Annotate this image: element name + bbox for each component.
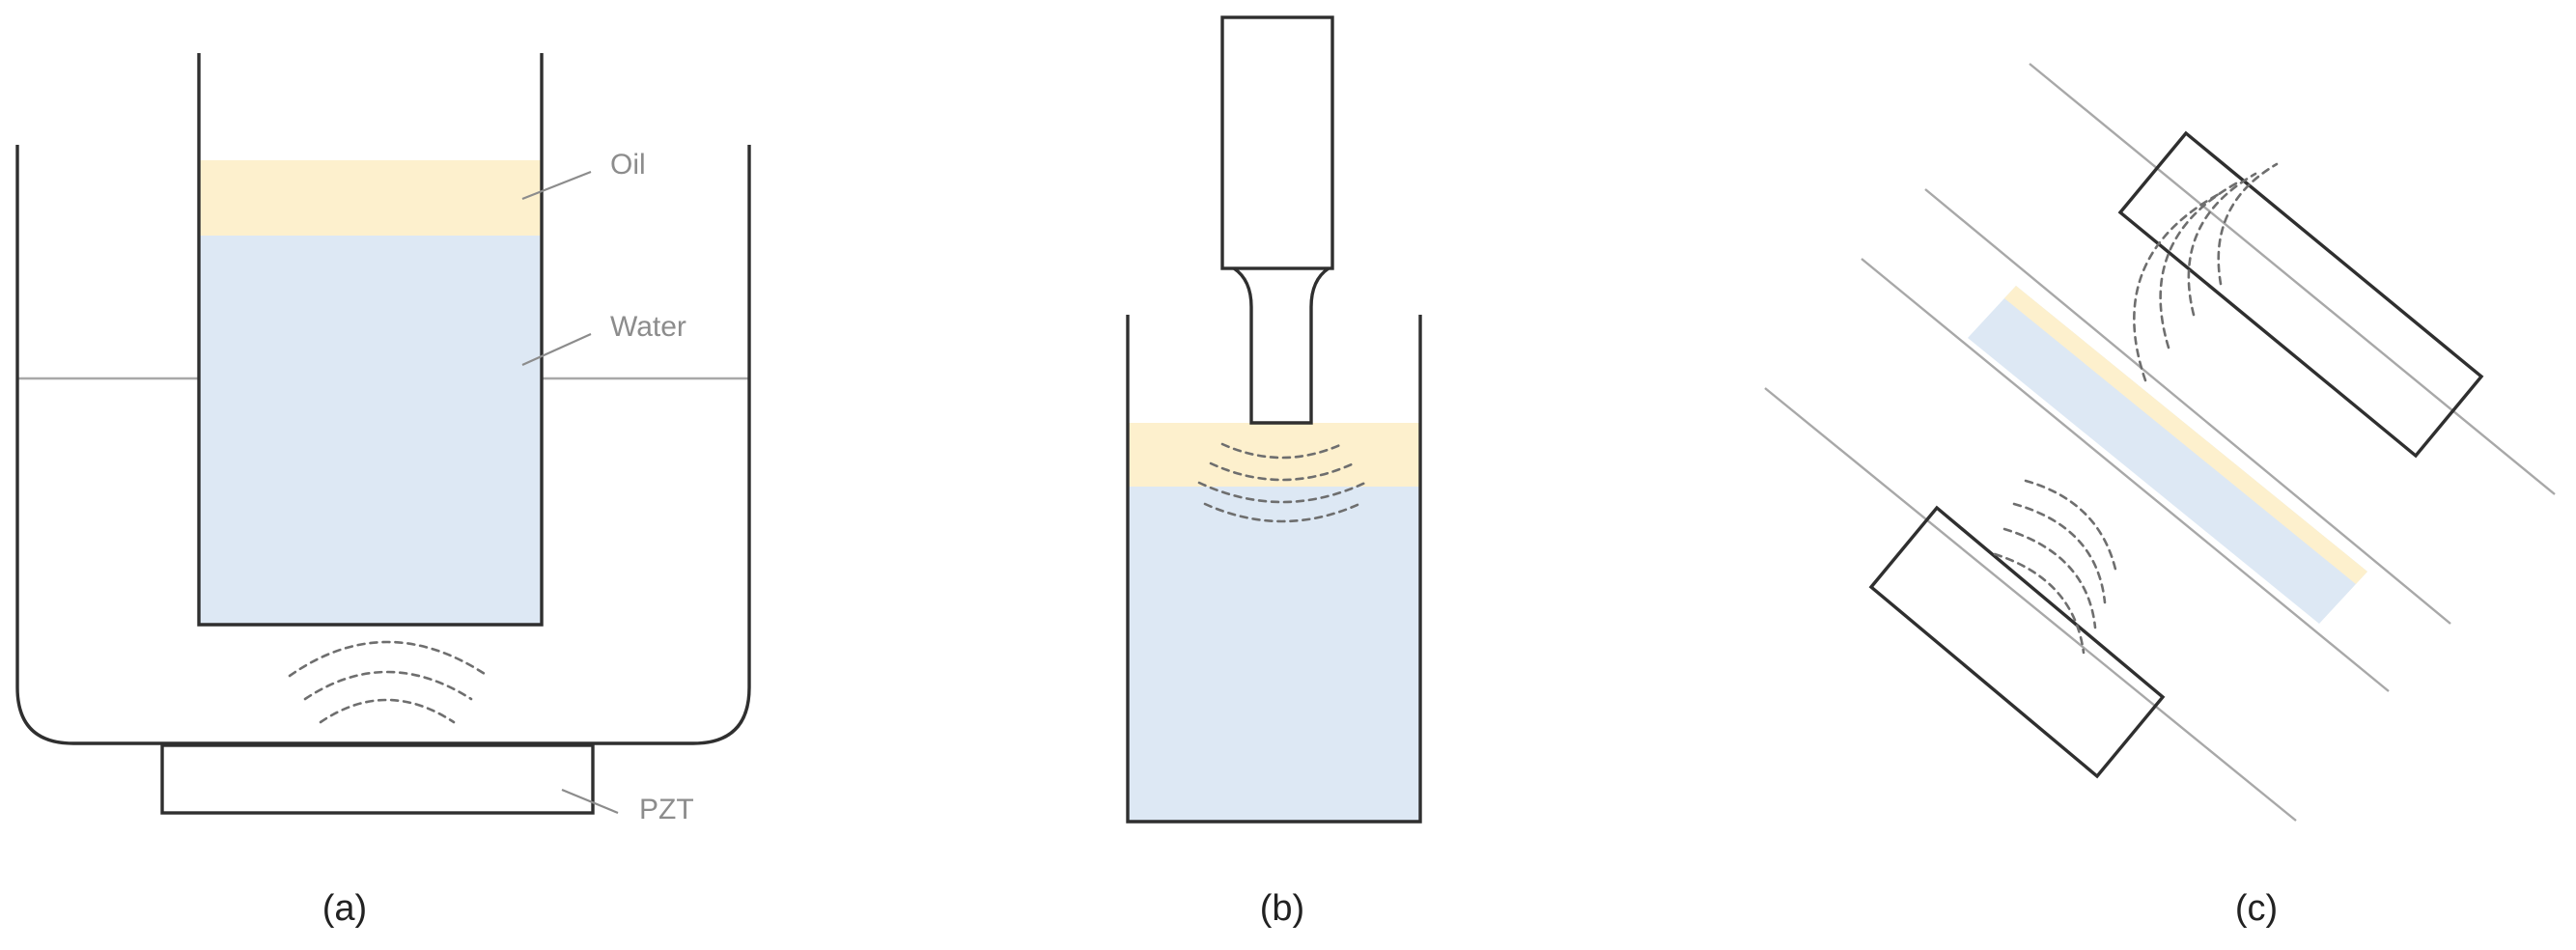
ultrasound-waves <box>1197 442 1367 523</box>
lower-transducer <box>1868 505 2166 779</box>
channel-wall <box>1861 258 2390 692</box>
panel-b: (b) <box>1126 15 1422 929</box>
oil-label: Oil <box>610 149 646 181</box>
sonicator-tip <box>1232 266 1330 425</box>
channel-wall <box>1924 188 2451 625</box>
oil-layer <box>1128 423 1420 487</box>
oil-layer <box>2004 286 2367 584</box>
inner-beaker <box>197 53 544 627</box>
panel-a-caption: (a) <box>322 888 367 929</box>
channel-wall <box>1764 387 2297 822</box>
oil-layer <box>199 160 542 236</box>
water-layer <box>199 236 542 625</box>
water-layer <box>1128 487 1420 822</box>
upper-transducer <box>2117 130 2484 459</box>
pzt-leader <box>561 788 619 815</box>
channel-wall <box>2029 63 2556 495</box>
ultrasound-waves-lower <box>1993 479 2118 655</box>
sonicator-body <box>1220 15 1334 270</box>
ultrasound-waves <box>288 640 490 724</box>
pzt-transducer <box>160 743 595 815</box>
panel-c-caption: (c) <box>2235 888 2278 929</box>
water-layer <box>1968 286 2367 624</box>
pzt-label: PZT <box>639 794 694 825</box>
panel-c: (c) <box>1764 63 2556 929</box>
oil-leader <box>521 170 592 201</box>
ultrasound-waves-upper <box>2133 162 2279 382</box>
panel-a: Oil Water PZT (a) <box>15 53 751 929</box>
water-leader <box>521 332 592 367</box>
panel-b-caption: (b) <box>1260 888 1304 929</box>
beaker <box>1126 315 1422 824</box>
water-label: Water <box>610 311 686 343</box>
bath-tank <box>15 145 751 745</box>
